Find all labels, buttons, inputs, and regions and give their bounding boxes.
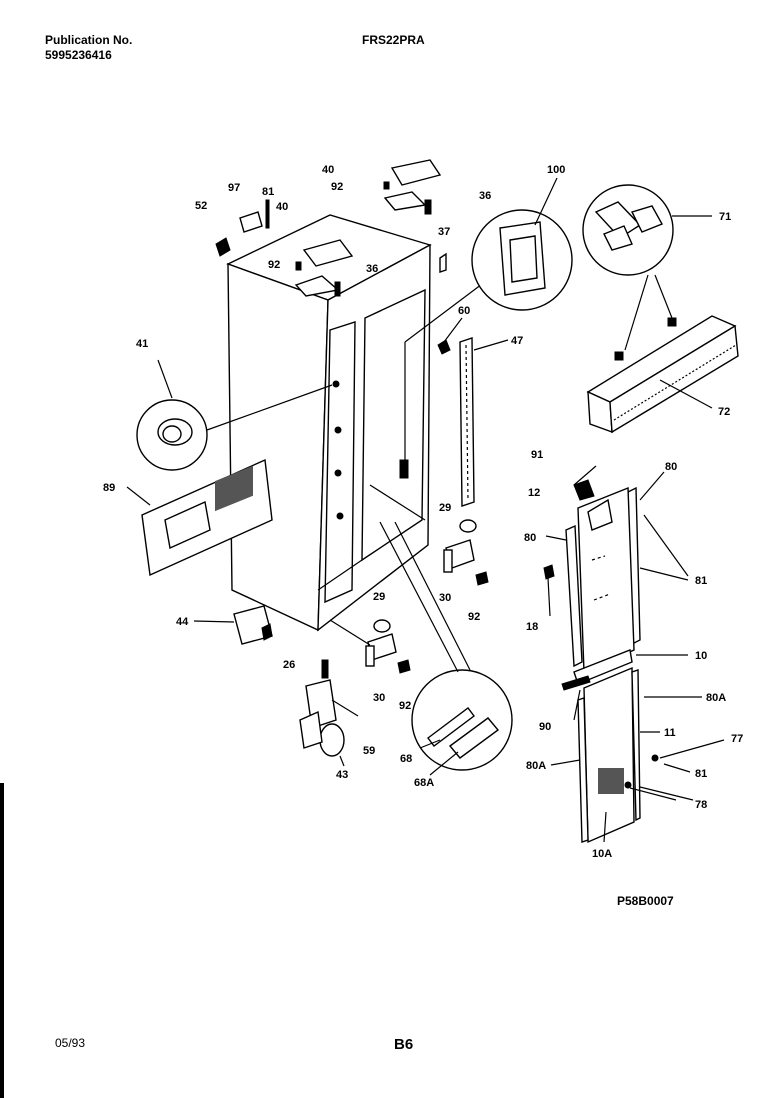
callout-40: 40 — [276, 201, 288, 213]
callout-92: 92 — [268, 259, 280, 271]
callout-41: 41 — [136, 338, 148, 350]
callout-92-left: 92 — [399, 700, 411, 712]
detail-circle-41 — [136, 359, 333, 471]
callout-81-bottom: 81 — [695, 768, 707, 780]
rear-panel-89 — [126, 458, 273, 577]
callout-12: 12 — [528, 487, 540, 499]
center-strip-47 — [437, 252, 509, 507]
callout-44: 44 — [176, 616, 189, 628]
scan-edge — [0, 783, 4, 1098]
callout-43: 43 — [336, 769, 348, 781]
callout-100: 100 — [547, 164, 565, 176]
callout-80A-left: 80A — [526, 760, 546, 772]
callout-80-left: 80 — [524, 532, 536, 544]
revision-date: 05/93 — [55, 1036, 86, 1050]
bracket-44 — [193, 605, 273, 645]
callout-81-right: 81 — [695, 575, 707, 587]
callout-71: 71 — [719, 211, 731, 223]
model-number: FRS22PRA — [362, 33, 425, 47]
callout-68A: 68A — [414, 777, 434, 789]
callout-37: 37 — [438, 226, 450, 238]
callout-10: 10 — [695, 650, 707, 662]
callout-labels: 100 71 72 40 92 36 97 81 52 40 92 36 37 … — [103, 164, 743, 860]
detail-circle-100 — [471, 177, 573, 311]
callout-30-left: 30 — [373, 692, 385, 704]
callout-90: 90 — [539, 721, 551, 733]
publication-number: 5995236416 — [45, 48, 112, 62]
callout-72: 72 — [718, 406, 730, 418]
callout-89: 89 — [103, 482, 115, 494]
callout-47: 47 — [511, 335, 523, 347]
grille-72 — [586, 315, 739, 434]
page-number: B6 — [394, 1036, 414, 1053]
callout-97: 97 — [228, 182, 240, 194]
callout-40-top: 40 — [322, 164, 334, 176]
callout-30-right: 30 — [439, 592, 451, 604]
detail-circle-68 — [379, 521, 513, 776]
publication-label: Publication No. — [45, 33, 133, 47]
callout-59: 59 — [363, 745, 375, 757]
callout-60: 60 — [458, 305, 470, 317]
callout-80-top: 80 — [665, 461, 677, 473]
callout-81-top: 81 — [262, 186, 274, 198]
callout-36: 36 — [366, 263, 378, 275]
callout-68: 68 — [400, 753, 412, 765]
callout-36-top: 36 — [479, 190, 491, 202]
callout-52: 52 — [195, 200, 207, 212]
callout-78: 78 — [695, 799, 707, 811]
callout-92-right: 92 — [468, 611, 480, 623]
callout-10A: 10A — [592, 848, 612, 860]
callout-91: 91 — [531, 449, 543, 461]
top-left-small-parts — [215, 199, 270, 257]
door-panel-assembly — [543, 465, 725, 844]
lower-hinge-left — [329, 619, 411, 674]
callout-26: 26 — [283, 659, 295, 671]
lower-hinge-right — [443, 519, 489, 586]
diagram-code: P58B0007 — [617, 894, 674, 908]
bottom-hinge-43 — [299, 659, 359, 767]
top-hinge-assembly — [294, 159, 442, 297]
detail-circle-71 — [582, 184, 712, 361]
callout-18: 18 — [526, 621, 538, 633]
callout-92-top: 92 — [331, 181, 343, 193]
callout-80A-right: 80A — [706, 692, 726, 704]
callout-11: 11 — [664, 727, 676, 739]
callout-29-left: 29 — [373, 591, 385, 603]
cabinet-shell — [226, 214, 499, 632]
callout-29-right: 29 — [439, 502, 451, 514]
callout-77: 77 — [731, 733, 743, 745]
